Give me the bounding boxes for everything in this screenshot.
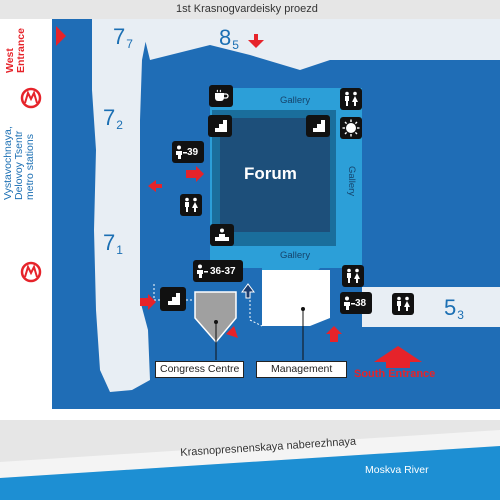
pavilion-8 (140, 19, 500, 70)
forum-label: Forum (244, 164, 297, 183)
stairs-icon (208, 115, 232, 137)
restroom-icon (342, 265, 364, 287)
arrow-east-gallery (186, 166, 204, 182)
arrow-congress (140, 294, 156, 310)
restroom-icon (180, 194, 202, 216)
arrow-west-gallery (148, 180, 162, 192)
gallery-top-label: Gallery (280, 95, 311, 106)
arrow-up (241, 283, 255, 299)
west-entrance-label: West Entrance (4, 28, 27, 73)
info-point-icon (340, 117, 362, 139)
pavilion-7 (92, 19, 150, 392)
arrow-congress-entry (226, 326, 238, 338)
arrow-north-entrance (248, 34, 264, 48)
restroom-icon (340, 88, 362, 110)
restroom-icon (392, 293, 414, 315)
building-7-7: 77 (113, 24, 133, 51)
north-street (0, 0, 500, 19)
metro-icon-bottom (20, 261, 42, 283)
west-entrance-arrow (56, 26, 66, 46)
building-7-1: 71 (103, 230, 123, 257)
west-area (0, 19, 52, 409)
gallery-bottom-label: Gallery (280, 250, 311, 261)
moskva-river (0, 446, 500, 500)
arrow-management (326, 326, 342, 342)
metro-stations-label: Vystavochnaya, Delovoy Tsentr metro stat… (2, 126, 36, 200)
cafe-icon (209, 85, 233, 107)
building-5-3: 53 (444, 295, 464, 322)
meeting-room-39-icon: 39 (172, 141, 204, 163)
meeting-room-36-37-icon: 36-37 (193, 260, 243, 282)
south-street (0, 430, 500, 478)
river-label: Moskva River (365, 464, 429, 476)
south-entrance-label: South Entrance (354, 368, 436, 380)
reception-desk-icon (210, 224, 234, 246)
north-street-label: 1st Krasnogvardeisky proezd (176, 3, 318, 15)
stairs-icon (160, 287, 186, 311)
stairs-icon (306, 115, 330, 137)
building-8-5: 85 (219, 25, 239, 52)
forum-hall-inner (220, 118, 330, 232)
metro-icon-top (20, 87, 42, 109)
building-7-2: 72 (103, 105, 123, 132)
congress-centre-label: Congress Centre (155, 361, 245, 378)
management-label: Management (256, 361, 348, 378)
meeting-room-38-icon: 38 (340, 292, 372, 314)
south-entrance-arrow (374, 346, 422, 368)
pavilion-5 (362, 287, 500, 327)
management-building (262, 270, 330, 326)
congress-centre-building (194, 291, 237, 344)
gallery-right-label: Gallery (346, 166, 357, 197)
